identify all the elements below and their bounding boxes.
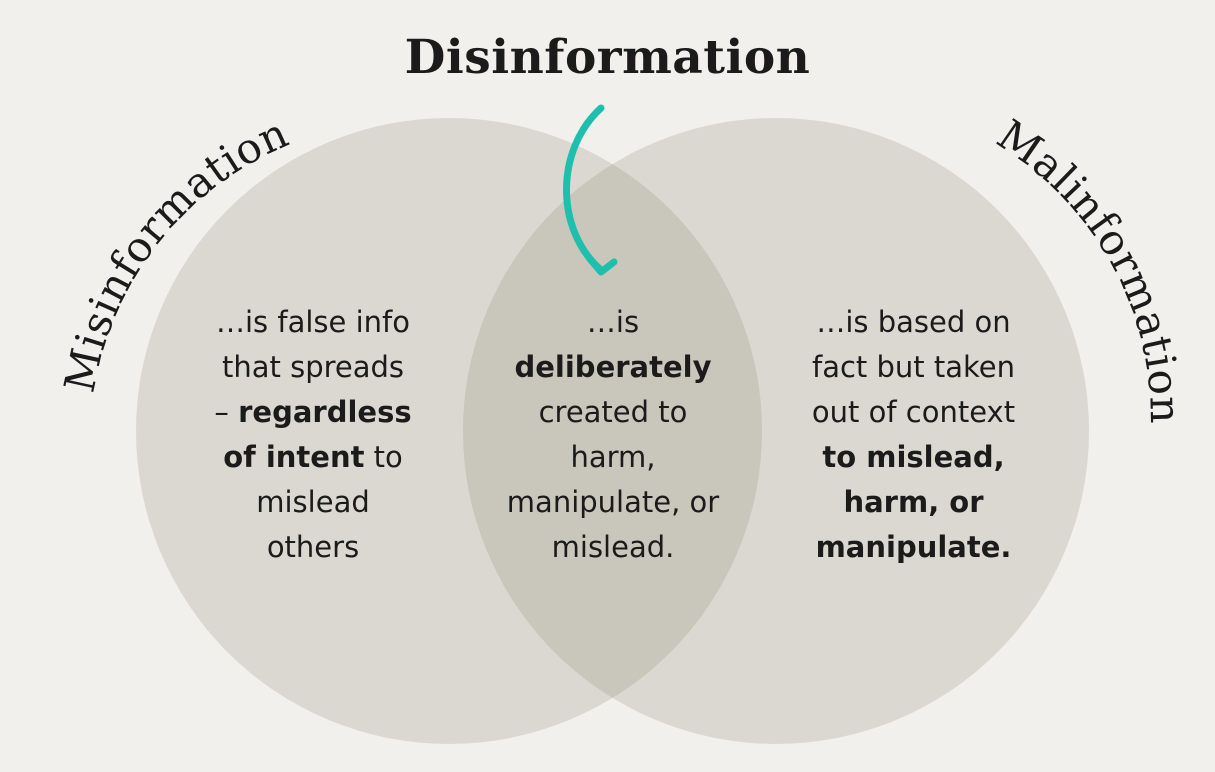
malinformation-description: …is based on fact but taken out of context…: [786, 300, 1041, 570]
misinformation-description: …is false info that spreads – regardless of…: [188, 300, 438, 570]
overlap-region: [463, 118, 762, 744]
description-text: to: [364, 440, 403, 474]
disinformation-title: Disinformation: [404, 30, 811, 85]
emphasis-text: regardless: [238, 395, 412, 429]
emphasis-text: manipulate.: [815, 530, 1012, 564]
description-text: –: [214, 395, 239, 429]
description-text: created to: [538, 395, 688, 429]
description-text: …is based on: [816, 305, 1011, 339]
description-text: out of context: [811, 395, 1016, 429]
description-text: harm,: [570, 440, 656, 474]
emphasis-text: harm, or: [843, 485, 984, 519]
curved-arrow-icon: [563, 104, 618, 276]
description-text: fact but taken: [811, 350, 1015, 384]
arrow-shaft: [563, 104, 605, 274]
description-text: mislead: [256, 485, 370, 519]
description-text: others: [266, 530, 360, 564]
emphasis-text: of intent: [223, 440, 365, 474]
description-text: that spreads: [221, 350, 405, 384]
disinformation-description: …is deliberately created to harm, manipulate…: [488, 300, 738, 570]
arrow-head: [586, 255, 618, 276]
description-text: …is: [586, 305, 640, 339]
emphasis-text: deliberately: [514, 350, 712, 384]
emphasis-text: to mislead,: [822, 440, 1005, 474]
description-text: …is false info: [216, 305, 410, 339]
description-text: mislead.: [551, 530, 675, 564]
description-text: manipulate, or: [506, 485, 720, 519]
